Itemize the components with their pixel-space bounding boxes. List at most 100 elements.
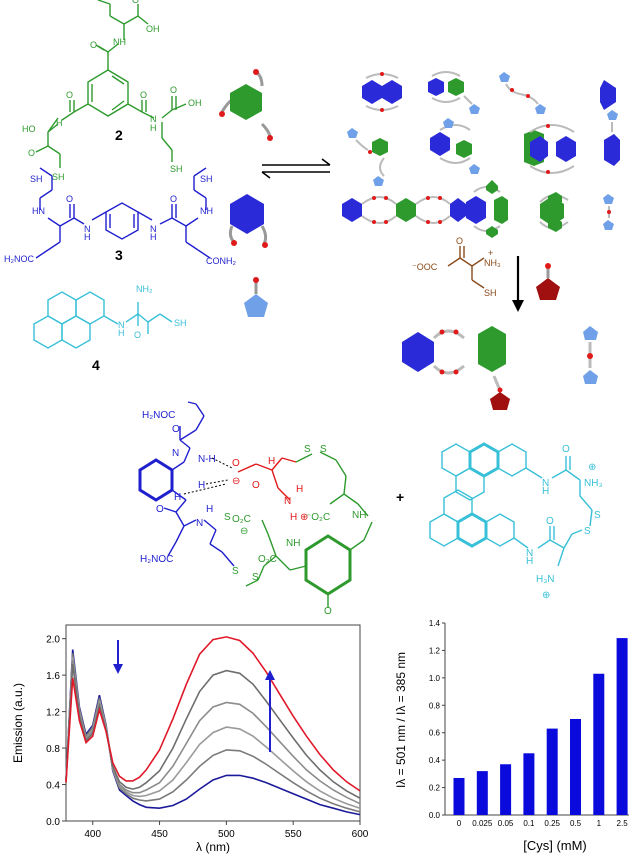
- ratio-bar-2: [500, 764, 512, 815]
- cx-h-3: H: [206, 504, 213, 515]
- ratio-bar-1: [476, 771, 488, 815]
- ratio-ytick-label: 0.2: [429, 784, 441, 793]
- cx-red-minus1: ⊖: [232, 476, 240, 487]
- ratio-ytick-label: 1.0: [429, 674, 441, 683]
- cx-green-s5: S: [252, 572, 259, 583]
- cys-o: O: [456, 236, 463, 246]
- c2-n-right: N: [150, 114, 157, 124]
- c3-o1: O: [66, 194, 73, 204]
- complex-cyan-part: [429, 442, 593, 567]
- ratio-bar-3: [523, 753, 535, 815]
- compound-2-number: 2: [115, 127, 123, 143]
- dark-red-pentagon-icon: [536, 263, 560, 300]
- c2-h-right: H: [150, 123, 157, 133]
- complex-blue-labels: H₂NOC O N-H N H H O N H₂NOC H: [140, 410, 216, 565]
- c2-o-right2: O: [170, 85, 177, 95]
- cx-cyan-s2: S: [584, 526, 591, 537]
- compound-2-structure: [35, 0, 187, 168]
- cx-green-s2: S: [320, 444, 327, 455]
- cx-cyan-o2: O: [546, 516, 554, 527]
- ratio-xtick-label: 0.05: [498, 819, 514, 828]
- ratio-ytick-label: 0.6: [429, 729, 441, 738]
- cx-h2noc-top: H₂NOC: [142, 410, 175, 421]
- cx-cyan-nh3: NH₃: [584, 478, 603, 489]
- compound-3-labels: SH HN O N H H₂NOC N H O NH SH CONH₂: [4, 174, 236, 266]
- cx-n-1: N: [172, 448, 179, 459]
- hydrogen-bond-lines: [183, 457, 233, 495]
- ratio-xtick-label: 0: [457, 819, 462, 828]
- cx-cyan-h3n: H₃N: [536, 574, 555, 585]
- c4-n: N: [118, 320, 125, 330]
- ratio-bar-4: [546, 728, 558, 815]
- c2-sh-top: SH: [88, 0, 101, 2]
- ratio-xtick-label: 0.5: [570, 819, 582, 828]
- ratio-bar-0: [453, 777, 465, 815]
- cx-h2noc-bottom: H₂NOC: [140, 554, 173, 565]
- ratio-ytick-label: 0.0: [429, 811, 441, 820]
- c3-hn: HN: [32, 206, 45, 216]
- c3-sh-left: SH: [30, 174, 43, 184]
- ratio-ytick-label: 1.4: [429, 619, 441, 628]
- c3-sh-right: SH: [200, 174, 213, 184]
- blue-hexagon-tecton-icon: [228, 194, 268, 248]
- c4-o: O: [134, 330, 141, 340]
- ratio-bar-5: [570, 719, 581, 815]
- green-hexagon-tecton-icon: [219, 69, 273, 141]
- ratio-ytick-label: 1.2: [429, 646, 441, 655]
- cx-cyan-plus2: ⊕: [542, 590, 550, 601]
- compound-3-number: 3: [115, 247, 123, 263]
- cx-h-1: H: [198, 480, 205, 491]
- c2-sh-bl: SH: [52, 172, 65, 182]
- cx-green-minus: ⊖: [240, 526, 248, 537]
- cx-cyan-n2: N: [526, 548, 533, 559]
- cx-o-1: O: [172, 424, 180, 435]
- ratio-xtick-label: 1: [597, 819, 602, 828]
- emission-series: [65, 636, 361, 816]
- ratio-xtick-label: 0.025: [472, 819, 493, 828]
- c2-ho-left: HO: [22, 124, 36, 134]
- emission-xtick-label: 500: [218, 829, 235, 840]
- complex-green-labels: S S ⁻O₂C NH O₂C ⊖ NH O₂C S S S O: [224, 444, 366, 617]
- up-arrow-icon: [265, 670, 275, 752]
- compound-4-labels: NH₂ N H O SH: [118, 284, 187, 340]
- c2-nh-top: NH: [113, 37, 126, 47]
- c2-o-top: O: [132, 0, 139, 5]
- complex-green-part: [245, 451, 373, 608]
- emission-xlabel: λ (nm): [196, 840, 230, 854]
- cx-red-n: N: [284, 496, 291, 507]
- cx-cyan-h2: H: [526, 556, 533, 567]
- ratio-ytick-label: 0.4: [429, 756, 441, 765]
- emission-ytick-label: 0.4: [46, 781, 60, 792]
- cx-green-nh2: NH: [286, 538, 300, 549]
- emission-ytick-label: 0.0: [46, 817, 60, 828]
- complex-cyan-labels: O ⊕ NH₃ N H S S O N H H₃N ⊕: [526, 444, 603, 601]
- cx-o-2: O: [156, 504, 164, 515]
- c4-nh2: NH₂: [136, 284, 153, 294]
- assembly-library: [342, 71, 620, 238]
- emission-series-line-4: [65, 664, 361, 799]
- emission-ytick-label: 0.8: [46, 744, 60, 755]
- ratio-xtick-label: 0.1: [523, 819, 535, 828]
- emission-ytick-label: 1.2: [46, 708, 60, 719]
- emission-plot-area: [65, 624, 361, 822]
- c2-o-left2: O: [28, 148, 35, 158]
- cys-plus: +: [488, 248, 493, 258]
- c2-sh-br: SH: [170, 164, 183, 174]
- emission-series-line-5: [65, 636, 361, 792]
- emission-y-ticks: 0.00.40.81.21.62.0: [46, 635, 66, 828]
- c2-o-right: O: [140, 90, 147, 100]
- emission-xtick-label: 400: [84, 829, 101, 840]
- equilibrium-arrows-icon: [261, 158, 331, 179]
- ratio-y-ticks: 0.00.20.40.60.81.01.21.4: [429, 619, 445, 820]
- down-arrow-icon: [512, 256, 524, 312]
- compound-4-structure: [33, 291, 173, 349]
- ratio-xtick-label: 0.25: [544, 819, 560, 828]
- cx-nh: N-H: [198, 454, 216, 465]
- cx-green-s4: S: [232, 566, 239, 577]
- cx-green-o: O: [324, 606, 332, 617]
- c3-n2: N: [150, 224, 157, 234]
- cyan-dimer-icon: [583, 326, 598, 384]
